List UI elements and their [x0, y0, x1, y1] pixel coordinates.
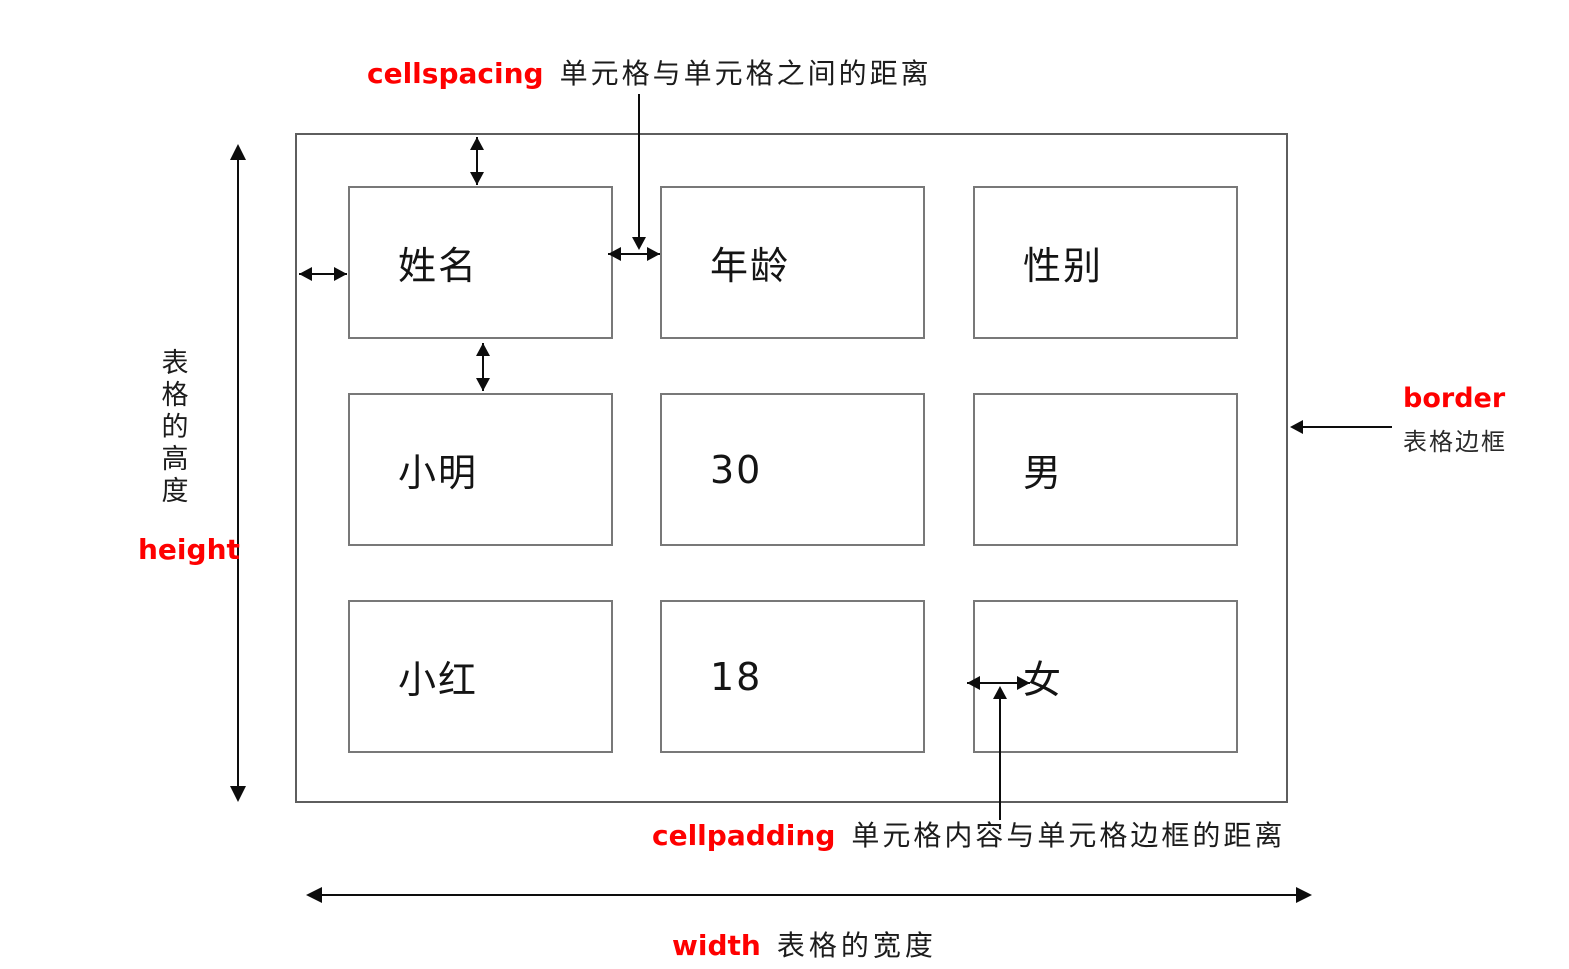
table-cell-header-age: 年龄 — [660, 186, 925, 339]
cellspacing-annotation: cellspacing 单元格与单元格之间的距离 — [367, 52, 932, 92]
arrow-line — [1296, 426, 1392, 428]
cell-text: 小红 — [398, 658, 479, 702]
arrowhead-right-icon — [334, 267, 347, 281]
arrowhead-down-icon — [476, 378, 490, 391]
arrowhead-up-icon — [230, 144, 246, 160]
height-keyword: height — [138, 533, 240, 566]
table-cell-header-gender: 性别 — [973, 186, 1238, 339]
table-cell-header-name: 姓名 — [348, 186, 613, 339]
arrow-line — [308, 894, 1310, 896]
width-keyword: width — [672, 929, 761, 962]
arrowhead-right-icon — [1017, 676, 1030, 690]
arrowhead-left-icon — [1290, 420, 1303, 434]
cell-text: 小明 — [398, 451, 479, 495]
table-cell-row1-name: 小明 — [348, 393, 613, 546]
cell-text: 18 — [710, 654, 763, 699]
cellpadding-annotation: cellpadding 单元格内容与单元格边框的距离 — [652, 814, 1285, 854]
width-description: 表格的宽度 — [776, 929, 937, 962]
width-annotation: width 表格的宽度 — [672, 924, 937, 964]
cell-text: 性别 — [1023, 244, 1104, 288]
border-description: 表格边框 — [1403, 428, 1507, 456]
arrow-line — [999, 693, 1001, 820]
arrowhead-down-icon — [470, 172, 484, 185]
arrowhead-up-icon — [476, 343, 490, 356]
border-keyword: border — [1403, 383, 1506, 414]
arrowhead-right-icon — [647, 247, 660, 261]
arrowhead-right-icon — [1296, 887, 1312, 903]
height-description: 表格的高度 — [161, 348, 189, 507]
arrowhead-left-icon — [967, 676, 980, 690]
table-cell-row2-name: 小红 — [348, 600, 613, 753]
arrowhead-left-icon — [299, 267, 312, 281]
arrowhead-up-icon — [470, 137, 484, 150]
arrow-line — [608, 253, 660, 255]
arrowhead-left-icon — [306, 887, 322, 903]
cell-text: 姓名 — [398, 244, 479, 288]
arrow-line — [482, 343, 484, 391]
arrow-line — [237, 146, 239, 800]
arrow-line — [299, 273, 347, 275]
cell-text: 男 — [1023, 451, 1064, 495]
arrow-line — [967, 682, 1030, 684]
arrow-line — [638, 94, 640, 240]
arrowhead-up-icon — [993, 686, 1007, 699]
table-cell-row1-gender: 男 — [973, 393, 1238, 546]
cell-text: 30 — [710, 447, 763, 492]
cell-text: 年龄 — [710, 244, 791, 288]
arrowhead-left-icon — [608, 247, 621, 261]
arrowhead-down-icon — [230, 786, 246, 802]
cellspacing-description: 单元格与单元格之间的距离 — [559, 57, 932, 90]
table-cell-row1-age: 30 — [660, 393, 925, 546]
table-cell-row2-age: 18 — [660, 600, 925, 753]
cellpadding-keyword: cellpadding — [652, 819, 836, 852]
cellpadding-description: 单元格内容与单元格边框的距离 — [851, 819, 1286, 852]
border-annotation: border 表格边框 — [1403, 383, 1507, 457]
arrowhead-down-icon — [632, 237, 646, 250]
cellspacing-keyword: cellspacing — [367, 57, 544, 90]
arrow-line — [476, 137, 478, 185]
table-cell-row2-gender: 女 — [973, 600, 1238, 753]
